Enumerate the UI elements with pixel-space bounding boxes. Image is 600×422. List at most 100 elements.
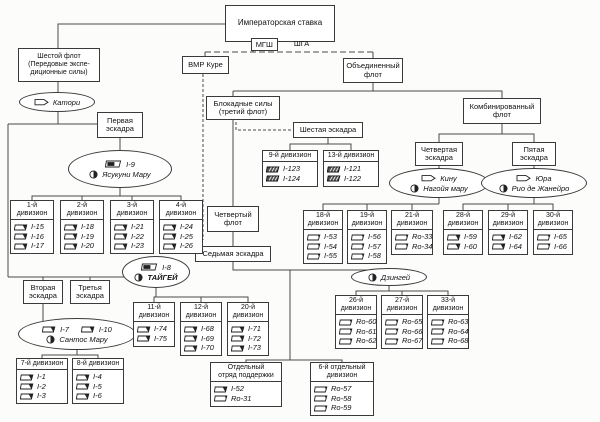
submarine-icon [64,243,78,250]
submarine-outline-icon [385,338,399,345]
boat-row: Ro-62 [339,337,376,345]
boat-name: Ro-61 [356,326,377,336]
boat-name: Ro-65 [402,317,423,326]
division-label: 2-й дивизион [60,200,104,220]
minelayer-submarine-icon [327,175,341,182]
boat-name: I-72 [248,333,261,343]
boat-row: Ro-59 [314,404,371,412]
vessel-row: Кину [421,174,457,183]
boat-name: Ro-57 [331,384,352,393]
boat-name: Ro-60 [356,317,377,326]
minelayer-submarine-icon [266,166,280,173]
submarine-icon [114,243,128,250]
boat-name: I-73 [248,343,261,352]
division-label: 8-й дивизион [72,358,124,370]
submarine-outline-icon [339,328,353,335]
boat-name: I-21 [131,222,144,231]
boat-name: I-64 [509,241,522,251]
boat-row: I-122 [327,174,376,183]
vessel-name: Юра [535,173,552,183]
division-label: 12-й дивизион [180,302,222,322]
boat-row: I-19 [64,232,101,241]
division-label: 9-й дивизион [262,150,318,162]
division-label: 26-й дивизион [335,295,377,315]
division-label: Отдельный отряд поддержки [210,362,282,382]
vessel-name: Рио де Жанейро [511,183,570,193]
boat-name: I-24 [180,222,193,231]
tender-ship-icon [410,183,419,193]
boat-row: Ro-68 [431,336,469,345]
boat-name: Ro-33 [412,232,433,241]
boat-name: I-53 [324,232,337,241]
vessel-name: ТАЙГЕЙ [147,272,178,282]
boat-row: I-23 [114,242,151,250]
boat-row: I-57 [351,242,384,251]
vessel-name: Нагойя мару [423,183,468,193]
boat-name: Ro-66 [402,326,423,336]
boat-row: I-22 [114,232,151,241]
boat-name: Ro-68 [448,336,469,345]
node-blockade-force: Блокадные силы (третий флот) [206,96,280,120]
submarine-outline-icon [339,338,353,345]
boat-row: I-72 [231,333,266,343]
division-label: 11-й дивизион [133,302,175,322]
node-fourth-squadron: Четвертая эскадра [415,142,463,166]
submarine-icon [114,233,128,240]
vessel-row: I-9 [105,160,135,169]
division-label: 13-й дивизион [323,150,379,162]
boat-name: Ro-31 [231,393,252,403]
vessel-name: Катори [52,97,81,107]
large-submarine-icon [105,160,122,168]
boat-row: I-59 [447,233,480,241]
division-label: 7-й дивизион [16,358,68,370]
submarine-outline-icon [214,395,228,402]
boat-name: I-18 [81,222,94,231]
boat-row: I-3 [20,392,65,400]
boat-row: I-123 [266,165,315,173]
vessel-name: Сантос Мару [59,334,108,344]
boat-row: I-5 [76,381,121,391]
boat-name: I-60 [464,241,477,251]
boat-name: I-52 [231,384,244,393]
division-label: 29-й дивизион [488,210,528,230]
submarine-outline-icon [385,328,399,335]
boat-name: I-5 [93,381,102,391]
submarine-icon [231,345,245,352]
boat-row: I-124 [266,174,315,183]
vessel-row: Юра [516,173,552,183]
submarine-icon [137,335,151,342]
boat-name: I-2 [37,381,46,391]
vessel-row: Ясукуни Мару [89,170,151,179]
boat-row: Ro-61 [339,326,377,336]
submarine-icon [76,393,90,400]
boat-row: I-65 [537,233,570,241]
boat-name: I-58 [368,251,381,260]
boat-name: Ro-63 [448,317,469,326]
large-submarine-icon [141,263,158,271]
submarine-icon [184,326,198,333]
boat-row: I-53 [307,233,340,241]
boat-name: I-16 [31,231,44,241]
submarine-icon [114,224,128,231]
tender-ship-icon [499,183,508,193]
